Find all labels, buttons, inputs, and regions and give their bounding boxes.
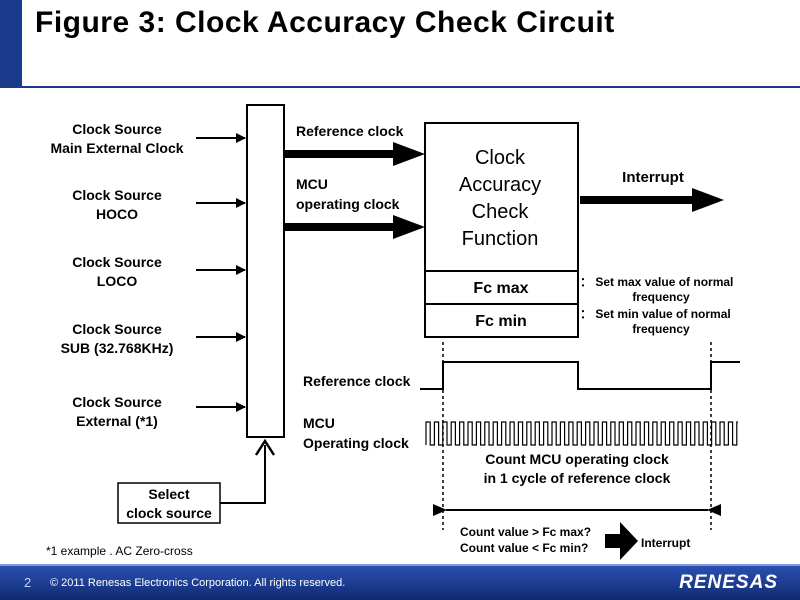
function-title-4: Function: [462, 228, 539, 250]
page-number: 2: [24, 575, 32, 590]
reference-clock-waveform: [420, 361, 740, 390]
clock-source-sub: Clock Source SUB (32.768KHz): [61, 321, 174, 356]
clock-source-loco: Clock Source LOCO: [72, 254, 162, 289]
clock-source-hoco: Clock Source HOCO: [72, 187, 162, 222]
clock-source-name: HOCO: [96, 206, 138, 222]
clock-source-main-external: Clock Source Main External Clock: [50, 121, 183, 156]
reference-clock-arrow: [285, 142, 425, 166]
reference-clock-label: Reference clock: [296, 123, 404, 139]
interrupt-label: Interrupt: [622, 169, 684, 186]
clock-source-label: Clock Source: [72, 321, 162, 337]
fc-max-label: Fc max: [473, 280, 528, 297]
timing-mcu-label: MCU: [303, 415, 335, 431]
clock-source-name: LOCO: [97, 273, 138, 289]
fc-min-label: Fc min: [475, 313, 527, 330]
interrupt-arrow: [580, 188, 724, 212]
mcu-clock-arrow: [285, 215, 425, 239]
clock-source-name: External (*1): [76, 413, 158, 429]
fc-max-note: ： Set max value of normal: [580, 275, 733, 289]
fc-min-note-2: frequency: [632, 322, 690, 336]
title-divider: [0, 86, 800, 88]
timing-reference-label: Reference clock: [303, 373, 411, 389]
clock-source-name: SUB (32.768KHz): [61, 340, 174, 356]
clock-source-label: Clock Source: [72, 121, 162, 137]
page-title: Figure 3: Clock Accuracy Check Circuit: [35, 6, 615, 39]
function-title-2: Accuracy: [459, 174, 541, 196]
footer-stripe: [0, 564, 800, 566]
title-accent-bar: [0, 0, 22, 86]
clock-source-label: Clock Source: [72, 394, 162, 410]
condition-interrupt-arrow: [605, 522, 638, 560]
fc-max-note-2: frequency: [632, 290, 690, 304]
clock-source-external: Clock Source External (*1): [72, 394, 162, 429]
count-text: Count MCU operating clock: [485, 451, 669, 467]
count-text-2: in 1 cycle of reference clock: [484, 470, 671, 486]
condition-text: Count value > Fc max?: [460, 525, 591, 539]
renesas-logo: RENESAS: [679, 572, 778, 593]
condition-text-2: Count value < Fc min?: [460, 541, 588, 555]
footer: 2 © 2011 Renesas Electronics Corporation…: [0, 566, 800, 600]
mcu-clock-label-2: operating clock: [296, 196, 400, 212]
select-label: Select: [148, 486, 190, 502]
copyright: © 2011 Renesas Electronics Corporation. …: [50, 577, 346, 589]
function-title-3: Check: [472, 201, 530, 223]
select-arrowhead: [254, 438, 276, 456]
clock-source-label: clock source: [126, 505, 212, 521]
source-arrows: [196, 133, 246, 412]
circuit-diagram: Clock Source Main External Clock Clock S…: [46, 104, 740, 560]
footnote: *1 example . AC Zero-cross: [46, 544, 193, 558]
mcu-clock-waveform: [425, 421, 738, 446]
function-title: Clock: [475, 147, 526, 169]
fc-min-note: ： Set min value of normal: [580, 307, 731, 321]
clock-source-label: Clock Source: [72, 254, 162, 270]
clock-selector-mux: [246, 104, 285, 438]
clock-source-label: Clock Source: [72, 187, 162, 203]
condition-interrupt-label: Interrupt: [641, 536, 690, 550]
clock-source-name: Main External Clock: [50, 140, 183, 156]
mcu-clock-label: MCU: [296, 176, 328, 192]
select-connector: [220, 445, 266, 504]
clock-accuracy-check-box: [424, 122, 579, 338]
timing-mcu-label-2: Operating clock: [303, 435, 409, 451]
